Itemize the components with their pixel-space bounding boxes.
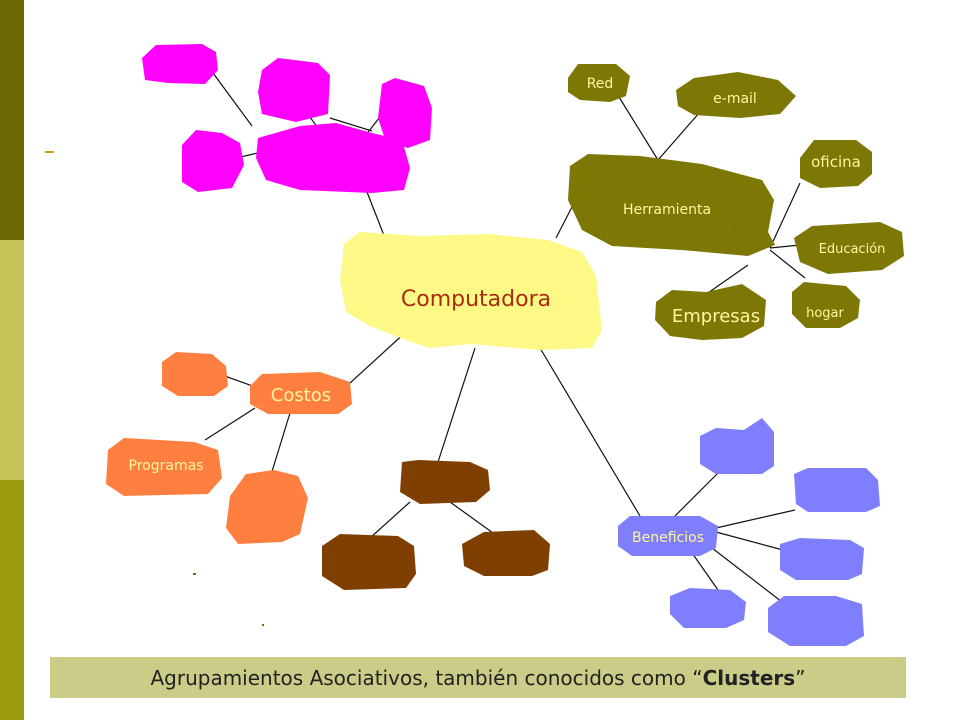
blue-node-bottom-left (670, 588, 746, 628)
magenta-node-4 (182, 130, 244, 192)
programas-label: Programas (129, 458, 204, 474)
oficina-label: oficina (811, 153, 861, 171)
magenta-node-3 (378, 78, 432, 148)
red-label: Red (587, 76, 614, 92)
brown-node-left (322, 534, 416, 590)
brown-cluster (322, 460, 550, 590)
center-node (340, 232, 602, 350)
orange-cluster (106, 352, 352, 544)
costos-label: Costos (271, 385, 331, 406)
olive-cluster (568, 64, 904, 340)
oficina-node (800, 140, 872, 188)
sidebar-band-medium (0, 480, 24, 720)
blue-node-right (794, 468, 880, 512)
hogar-label: hogar (806, 306, 844, 321)
empresas-node (655, 284, 766, 340)
caption-text: Agrupamientos Asociativos, también conoc… (150, 666, 805, 690)
herramienta-node (568, 154, 775, 256)
costos-node (250, 372, 352, 414)
blue-node-bottom-right (768, 596, 864, 646)
magenta-node-1 (142, 44, 218, 84)
brown-node-top (400, 460, 490, 504)
caption-post: ” (795, 665, 806, 690)
brown-node-right (462, 530, 550, 576)
beneficios-node (618, 516, 718, 556)
email-label: e-mail (713, 91, 757, 107)
sidebar-stripe (0, 0, 24, 720)
specks (193, 229, 737, 626)
beneficios-label: Beneficios (632, 530, 704, 546)
empresas-label: Empresas (672, 306, 760, 327)
herramienta-label: Herramienta (623, 202, 711, 218)
bullet-dash (45, 151, 54, 153)
caption-bold: Clusters (702, 665, 796, 690)
orange-node-bottom (226, 470, 308, 544)
center-label: Computadora (401, 287, 551, 312)
magenta-cluster (142, 44, 432, 193)
caption-bar: Agrupamientos Asociativos, también conoc… (50, 657, 906, 698)
programas-node (106, 438, 222, 496)
red-node (568, 64, 630, 102)
educacion-label: Educación (819, 242, 886, 257)
magenta-node-5 (256, 123, 410, 193)
educacion-node (794, 222, 904, 274)
blue-cluster (618, 418, 880, 646)
sidebar-band-dark (0, 0, 24, 240)
caption-pre: Agrupamientos Asociativos, también conoc… (150, 665, 703, 690)
sidebar-band-light (0, 240, 24, 480)
blue-node-mid (780, 538, 864, 580)
hogar-node (792, 282, 860, 328)
blue-node-top (700, 418, 774, 474)
email-node (676, 72, 796, 118)
orange-node-top (162, 352, 228, 396)
magenta-node-2 (258, 58, 330, 122)
